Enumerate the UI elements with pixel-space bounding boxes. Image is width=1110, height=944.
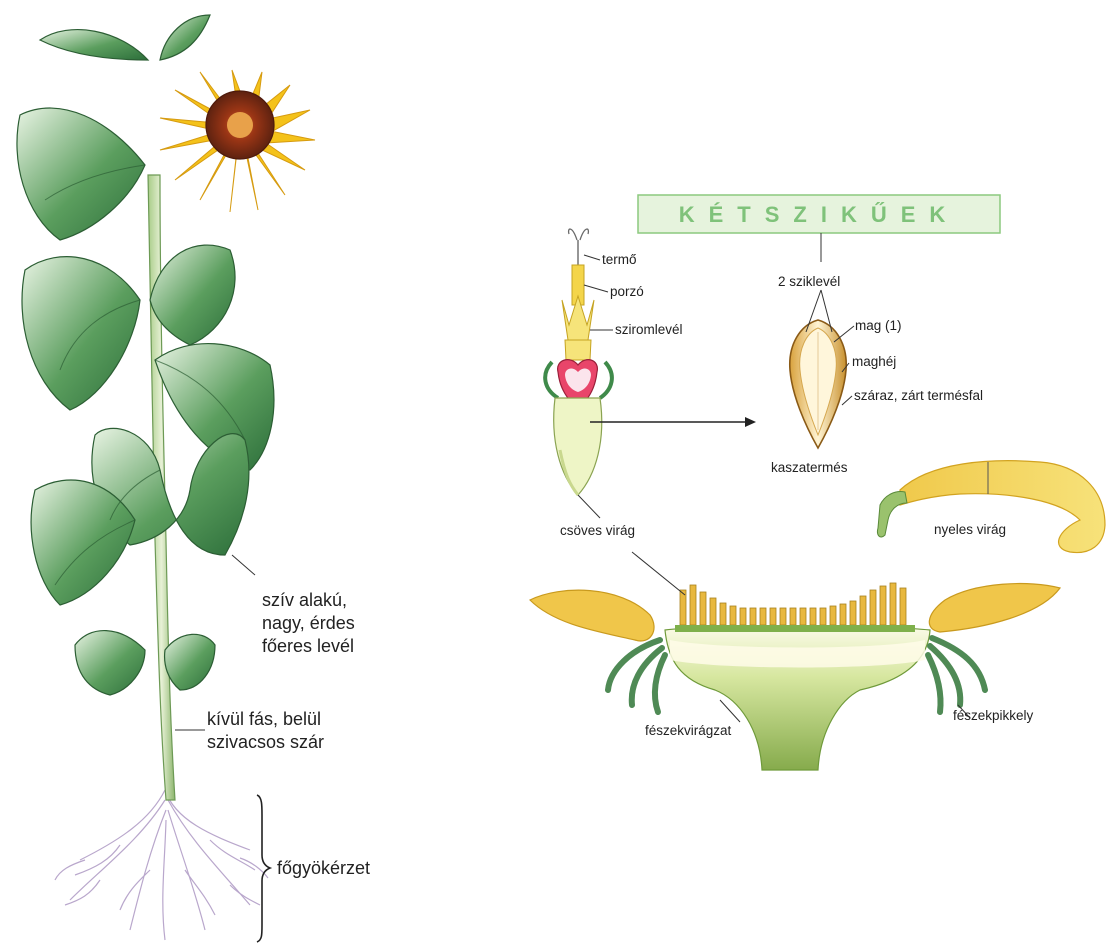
title-box: KÉTSZIKŰEK (638, 195, 1000, 262)
fruit-wall-label: száraz, zárt termésfal (854, 388, 983, 403)
petal-label: sziromlevél (615, 322, 683, 337)
seed-label: mag (1) (855, 318, 902, 333)
leaf-label-line2: nagy, érdes (262, 613, 355, 633)
tube-flower-label: csöves virág (560, 523, 635, 538)
title-text: KÉTSZIKŰEK (679, 202, 960, 227)
stem-label-line1: kívül fás, belül (207, 709, 321, 729)
root-system (55, 790, 268, 940)
leaf-label-line3: főeres levél (262, 636, 354, 656)
tube-flower (545, 229, 756, 518)
pistil-label: termő (602, 252, 637, 267)
achene (790, 290, 854, 448)
stem-label-line2: szivacsos szár (207, 732, 324, 752)
tube-flower-row (680, 583, 906, 625)
ray-flower-label: nyeles virág (934, 522, 1006, 537)
ray-flower (877, 461, 1105, 553)
inflorescence-label: fészekvirágzat (645, 723, 732, 738)
stamen-label: porzó (610, 284, 644, 299)
root-label: főgyökérzet (277, 858, 370, 878)
cotyledons-label: 2 sziklevél (778, 274, 840, 289)
seed-coat-label: maghéj (852, 354, 896, 369)
achene-label: kaszatermés (771, 460, 848, 475)
bract-label: fészekpikkely (953, 708, 1034, 723)
flower-head-section (530, 552, 1060, 770)
sunflower-plant: szív alakú, nagy, érdes főeres levél kív… (17, 15, 370, 942)
leaf-label-line1: szív alakú, (262, 590, 347, 610)
sunflower-head (160, 70, 315, 212)
